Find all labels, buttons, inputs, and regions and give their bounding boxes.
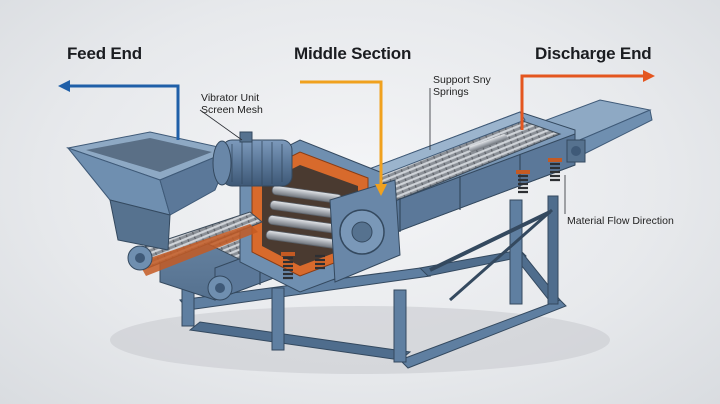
discharge-end-label: Discharge End: [535, 44, 652, 63]
support-springs: [283, 162, 560, 280]
rollers: [265, 185, 343, 249]
middle-section-arrow: [300, 80, 383, 186]
vibrator-motor: [212, 131, 293, 187]
middle-section-label: Middle Section: [294, 44, 412, 63]
discharge-end-arrow: [520, 74, 645, 130]
feed-end-arrow: [68, 84, 180, 140]
feed-end-arrowhead: [58, 80, 70, 92]
screen-mesh-label: Screen Mesh: [201, 104, 263, 116]
feed-end-label: Feed End: [67, 44, 142, 63]
feed-belt: [127, 211, 263, 301]
discharge-end-arrowhead: [643, 70, 655, 82]
support-springs-label-line2: Springs: [433, 86, 469, 98]
deck-roller: [469, 134, 507, 152]
vibrator-leader-line: [199, 109, 243, 141]
support-springs-label-line1: Support Sny: [433, 74, 491, 86]
vibrator-unit-label: Vibrator Unit: [201, 92, 260, 104]
material-flow-label: Material Flow Direction: [567, 215, 674, 227]
middle-section-arrowhead: [375, 184, 387, 196]
ground-shadow: [110, 306, 610, 374]
